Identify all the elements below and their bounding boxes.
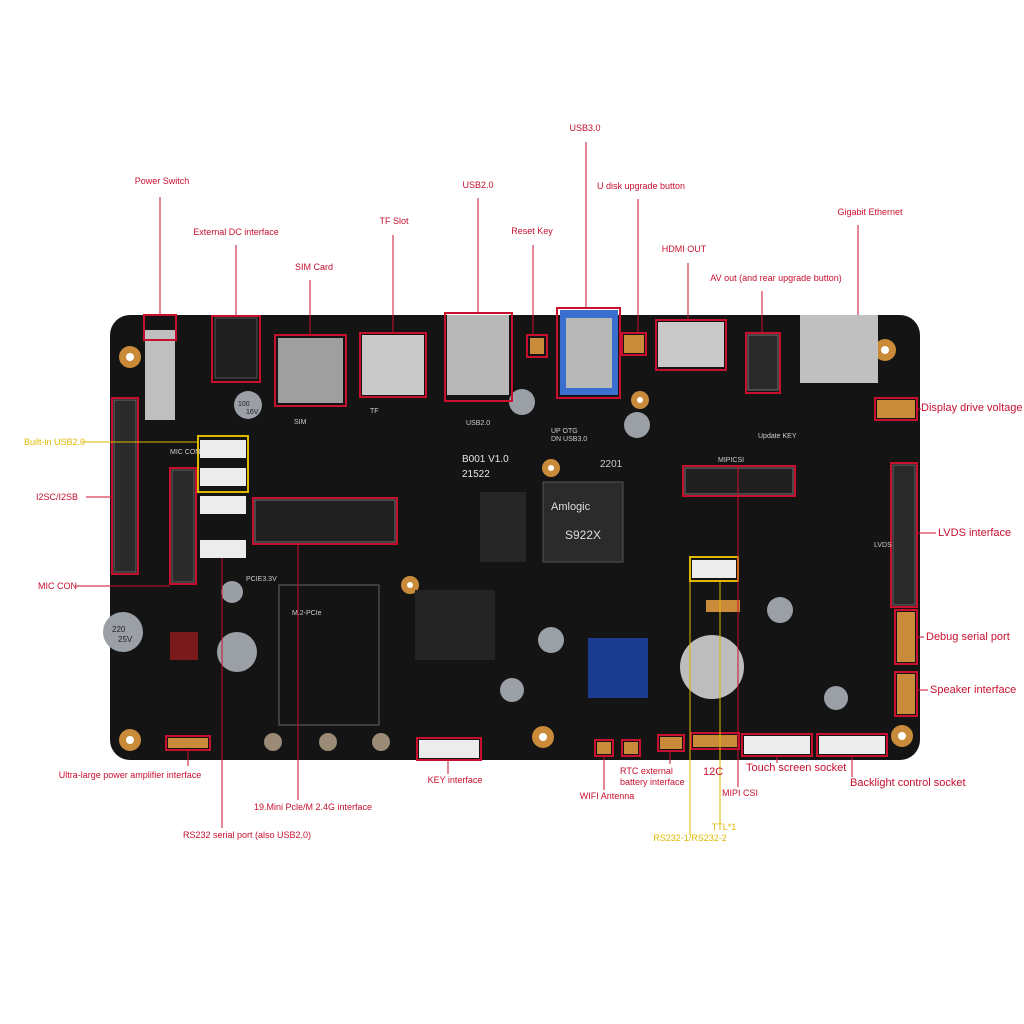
label-builtin-usb: Built-in USB2.0 <box>24 437 86 447</box>
label-display-voltage: Display drive voltage <box>921 402 1023 414</box>
label-sim-card: SIM Card <box>294 262 334 272</box>
label-mic-con: MIC CON <box>38 581 77 591</box>
box-key <box>416 737 482 761</box>
box-usb3 <box>556 307 621 399</box>
label-tf-slot: TF Slot <box>379 216 409 226</box>
label-external-dc: External DC interface <box>193 227 279 237</box>
silk-usb3: DN USB3.0 <box>551 436 588 443</box>
silk-m2: M.2-PCIe <box>292 610 322 617</box>
label-backlight: Backlight control socket <box>850 777 966 789</box>
leader-lines <box>75 142 936 828</box>
box-av <box>745 332 781 394</box>
label-power-switch: Power Switch <box>134 176 190 186</box>
silk-lvds: LVDS <box>874 542 892 549</box>
label-i2c: 12C <box>703 766 724 778</box>
label-key-interface: KEY interface <box>427 775 483 785</box>
box-rtc <box>657 734 685 752</box>
silk-otg: UP OTG <box>551 428 578 435</box>
box-reset <box>526 334 548 358</box>
label-debug-serial: Debug serial port <box>926 631 1010 643</box>
label-i2sc: I2SC/I2SB <box>36 492 79 502</box>
label-hdmi-out: HDMI OUT <box>661 244 707 254</box>
label-speaker: Speaker interface <box>930 684 1017 696</box>
label-ttl: TTL*1 <box>711 822 737 832</box>
label-gigabit: Gigabit Ethernet <box>837 207 903 217</box>
silk-mipi: MIPICSI <box>718 457 745 464</box>
box-speaker <box>894 671 918 717</box>
cap-label-100: 100 <box>238 401 250 408</box>
silk-pcie: PCIE3.3V <box>246 576 277 583</box>
label-mini-pcie: 19.Mini Pcle/M 2.4G interface <box>253 802 373 812</box>
box-mic <box>169 467 197 585</box>
label-lvds: LVDS interface <box>938 527 1012 539</box>
silk-tf: TF <box>370 408 379 415</box>
label-mipi-csi: MIPI CSI <box>721 788 759 798</box>
box-minipcie <box>252 497 398 545</box>
cap-label-25v: 25V <box>118 635 133 644</box>
label-usb2: USB2.0 <box>462 180 494 190</box>
label-av-out: AV out (and rear upgrade button) <box>710 273 842 283</box>
box-i2sc <box>111 397 139 575</box>
board-year: 2201 <box>600 459 623 470</box>
label-u-disk: U disk upgrade button <box>596 181 686 191</box>
box-udisk <box>621 332 647 356</box>
label-rs232-usb: RS232 serial port (also USB2.0) <box>182 830 312 840</box>
board-model: B001 V1.0 <box>462 454 509 465</box>
cap-label-220: 220 <box>112 625 126 634</box>
box-i2c <box>690 732 740 750</box>
label-ultra-amp: Ultra-large power amplifier interface <box>58 770 202 780</box>
label-wifi: WIFI Antenna <box>579 791 635 801</box>
label-rs232-12: RS232-1/RS232-2 <box>653 833 727 843</box>
silk-usb2: USB2.0 <box>466 420 491 427</box>
box-hdmi <box>655 319 727 371</box>
board-code: 21522 <box>462 469 490 480</box>
components <box>103 310 916 758</box>
silk-sim: SIM <box>294 419 307 426</box>
chip-model: S922X <box>565 528 602 542</box>
silk-mic: MIC CON <box>170 449 201 456</box>
label-reset-key: Reset Key <box>511 226 553 236</box>
cap-label-16v: 16V <box>246 409 259 416</box>
label-touch: Touch screen socket <box>746 762 847 774</box>
label-usb3: USB3.0 <box>569 123 601 133</box>
box-wifi2 <box>621 739 641 757</box>
chip-brand: Amlogic <box>551 501 591 513</box>
mounting-holes <box>119 339 913 751</box>
leader-lines-yellow <box>82 441 721 835</box>
box-lvds <box>890 462 918 608</box>
label-rtc: RTC external battery interface <box>620 766 685 787</box>
box-mipi <box>682 465 796 497</box>
silk-update: Update KEY <box>758 433 797 440</box>
box-builtin-usb <box>197 435 249 493</box>
